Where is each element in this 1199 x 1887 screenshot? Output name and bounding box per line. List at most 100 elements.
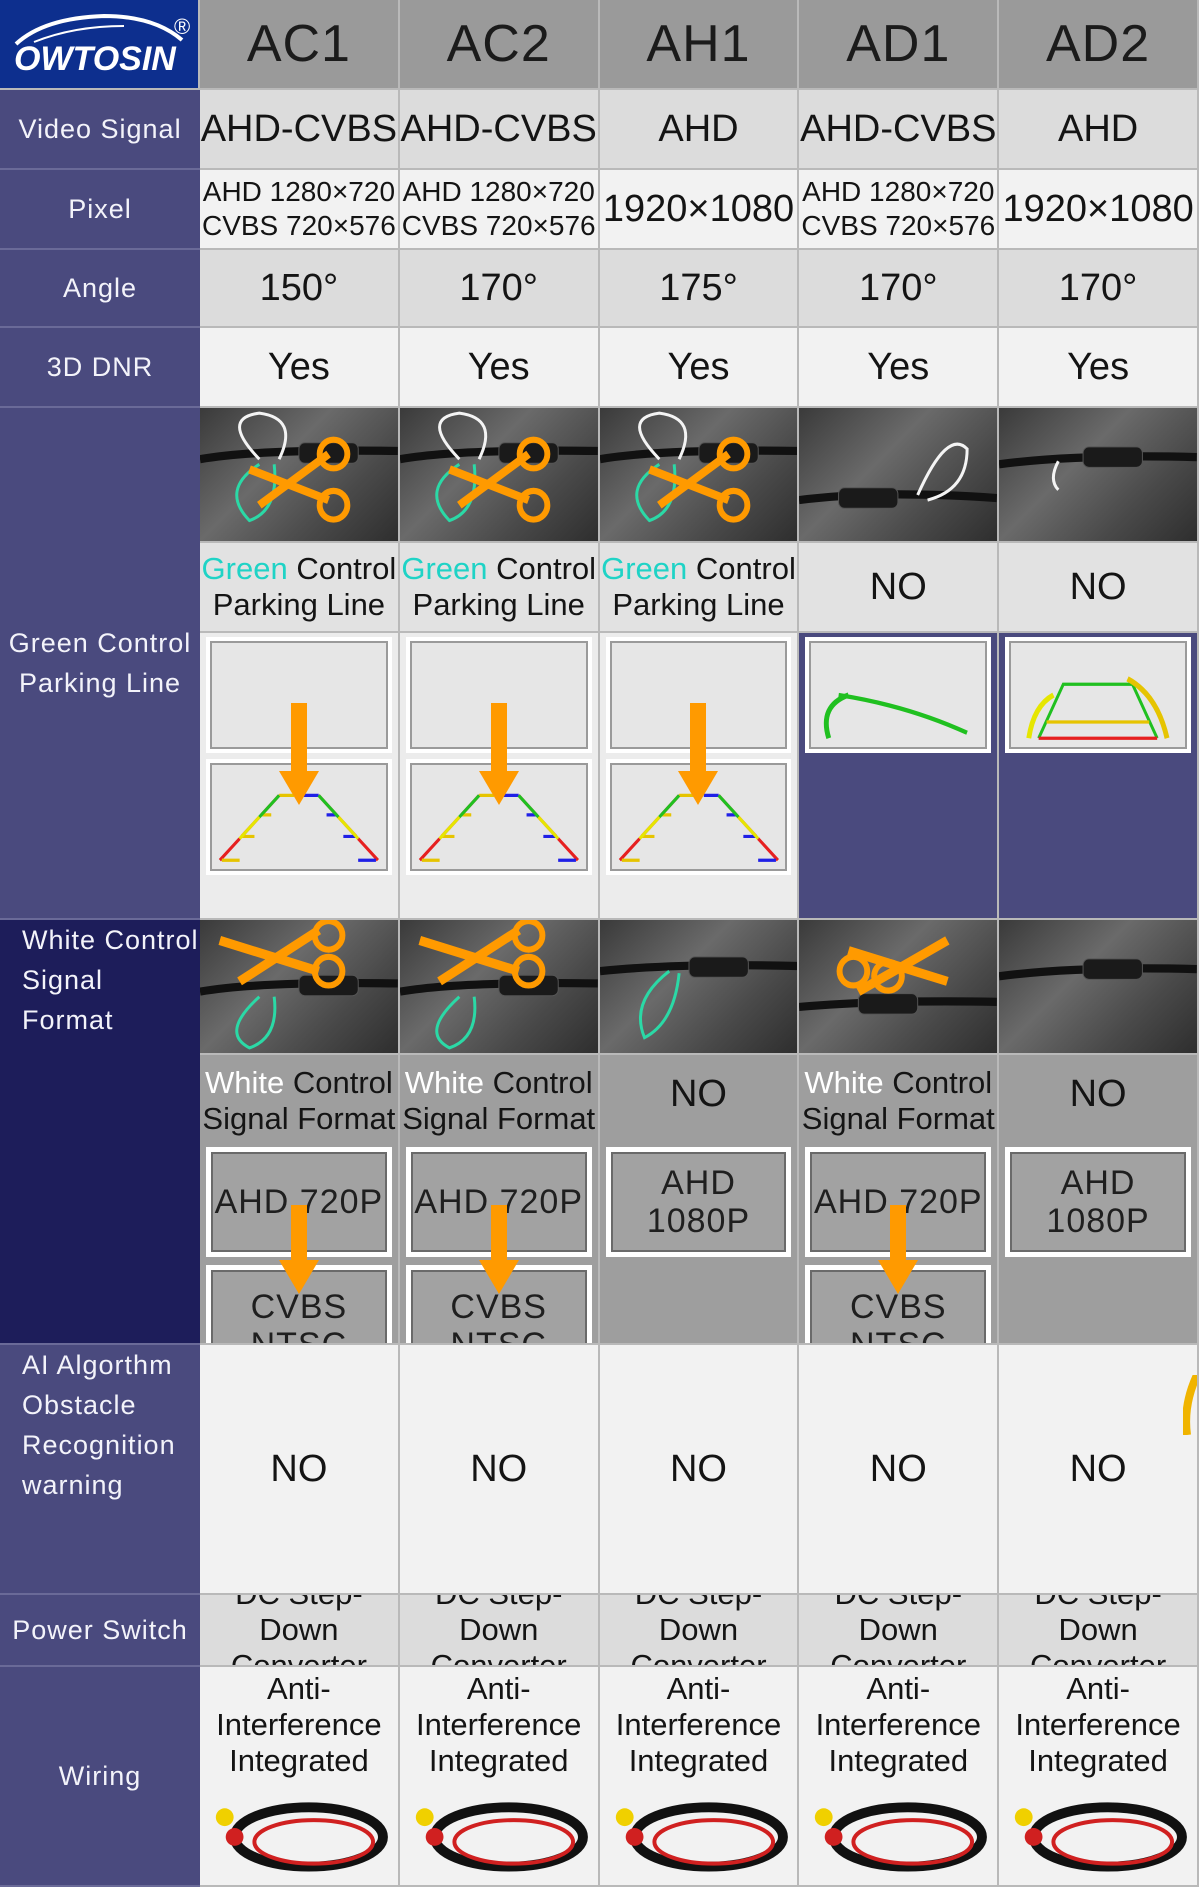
format-box-cvbs-ntsc: CVBS NTSC	[805, 1265, 992, 1345]
power-line1: DC Step-Down	[1034, 1595, 1161, 1647]
wiring-line1: Anti-Interference	[216, 1671, 382, 1742]
video-signal-ad1: AHD-CVBS	[799, 90, 1000, 170]
green-control-text-ac1: Green Control Parking Line	[200, 543, 400, 633]
format-box-ahd-1080p: AHD 1080P	[1005, 1147, 1191, 1257]
green-control-line1: Green Control	[601, 551, 796, 587]
green-control-line1: Green Control	[202, 551, 397, 587]
wire-photo-ah1-white	[599, 920, 800, 1055]
power-line2: Converter	[230, 1648, 367, 1667]
label-line2: Obstacle	[22, 1390, 137, 1420]
format-line1: AHD	[661, 1164, 736, 1202]
wiring-line2: Integrated	[628, 1743, 769, 1778]
video-signal-ad2: AHD	[999, 90, 1199, 170]
white-word: White	[205, 1065, 285, 1100]
green-word: Green	[201, 551, 288, 586]
parking-guide-lines-icon	[618, 793, 779, 862]
angle-ad2: 170°	[999, 250, 1199, 328]
green-wire-photo-ac2	[399, 408, 600, 543]
parking-line-fixed-ad2	[999, 633, 1199, 920]
angle-ah1: 175°	[599, 250, 800, 328]
white-wire-photo-ac1	[200, 920, 400, 1055]
green-control-line2: Parking Line	[612, 587, 785, 622]
wiring-line1: Anti-Interference	[415, 1671, 582, 1742]
registered-mark: ®	[174, 14, 190, 39]
comparison-table: OWTOSIN ® AC1 AC2 AH1 AD1 AD2 Video Sign…	[0, 0, 1199, 1345]
model-header-ad2: AD2	[999, 0, 1199, 90]
label-line4: warning	[22, 1470, 124, 1500]
parking-line-switch-ac2	[399, 633, 600, 920]
cable-bundle-icon	[215, 1802, 388, 1872]
power-line2: Converter	[1030, 1648, 1167, 1667]
arrowhead-icon	[478, 1260, 519, 1294]
row-label-wiring: Wiring	[0, 1667, 200, 1887]
label-line1: White Control	[22, 925, 199, 955]
pixel-ac1: AHD 1280×720 CVBS 720×576	[200, 170, 400, 250]
pixel-line2: CVBS 720×576	[401, 210, 596, 241]
cut-green-wire-icon	[399, 411, 598, 523]
label-line3: Recognition	[22, 1430, 176, 1460]
row-label-3d-dnr: 3D DNR	[0, 328, 200, 408]
angle-ac1: 150°	[200, 250, 400, 328]
power-line2: Converter	[830, 1648, 967, 1667]
pixel-line2: CVBS 720×576	[801, 210, 996, 241]
row-label-angle: Angle	[0, 250, 200, 328]
control-word: Control	[883, 1065, 993, 1100]
row-label-pixel: Pixel	[0, 170, 200, 250]
arc-decoration-icon	[1182, 1375, 1197, 1435]
row-label-power-switch: Power Switch	[0, 1595, 200, 1667]
row-label-video-signal: Video Signal	[0, 90, 200, 170]
cable-bundle-icon	[815, 1802, 988, 1872]
cut-white-wire-icon	[799, 936, 998, 1015]
ai-ac1: NO	[200, 1345, 400, 1595]
power-line1: DC Step-Down	[835, 1595, 962, 1647]
white-word: White	[804, 1065, 884, 1100]
screen-trapezoid-lines	[1005, 637, 1191, 753]
wiring-line1: Anti-Interference	[615, 1671, 782, 1742]
green-control-line2: Parking Line	[212, 587, 386, 622]
arrowhead-icon	[278, 1260, 319, 1294]
white-control-text: White Control Signal Format	[200, 1065, 398, 1137]
control-word: Control	[287, 551, 397, 586]
white-control-text: White Control Signal Format	[400, 1065, 598, 1137]
arrow-down-icon	[490, 1205, 507, 1265]
wire-icon	[599, 956, 798, 1040]
white-control-ac2: White Control Signal Format AHD 720P CVB…	[399, 1055, 600, 1345]
brand-logo: OWTOSIN ®	[0, 0, 200, 90]
white-control-text: White Control Signal Format	[799, 1065, 997, 1137]
white-control-line2: Signal Format	[202, 1101, 396, 1136]
power-line1: DC Step-Down	[635, 1595, 762, 1647]
model-header-ac1: AC1	[200, 0, 400, 90]
white-control-no: NO	[1069, 1073, 1127, 1115]
white-control-ah1: NO AHD 1080P	[599, 1055, 800, 1345]
control-word: Control	[484, 1065, 593, 1100]
wire-photo-ad1	[799, 408, 1000, 543]
green-word: Green	[601, 551, 688, 586]
video-signal-ac1: AHD-CVBS	[200, 90, 400, 170]
white-control-line2: Signal Format	[801, 1101, 995, 1136]
white-word: White	[404, 1065, 485, 1100]
white-control-ad2: NO AHD 1080P	[999, 1055, 1199, 1345]
white-control-line1: White Control	[200, 1065, 398, 1101]
wiring-line2: Integrated	[229, 1743, 369, 1778]
power-line1: DC Step-Down	[235, 1595, 362, 1647]
screen-after	[206, 759, 392, 875]
format-line1: CVBS	[450, 1288, 547, 1326]
ai-ad2: NO	[999, 1345, 1199, 1595]
wiring-line1: Anti-Interference	[815, 1671, 981, 1742]
control-word: Control	[487, 551, 597, 586]
arrowhead-icon	[478, 771, 519, 805]
trapezoid-guide-lines-icon	[1026, 676, 1170, 740]
format-line2: NTSC	[250, 1326, 348, 1345]
pixel-line1: AHD 1280×720	[202, 176, 396, 207]
logo-text: OWTOSIN	[14, 40, 177, 78]
wire-icon	[999, 958, 1197, 981]
control-word: Control	[687, 551, 796, 586]
curved-guide-lines-icon	[824, 692, 969, 740]
format-line2: NTSC	[850, 1326, 947, 1345]
